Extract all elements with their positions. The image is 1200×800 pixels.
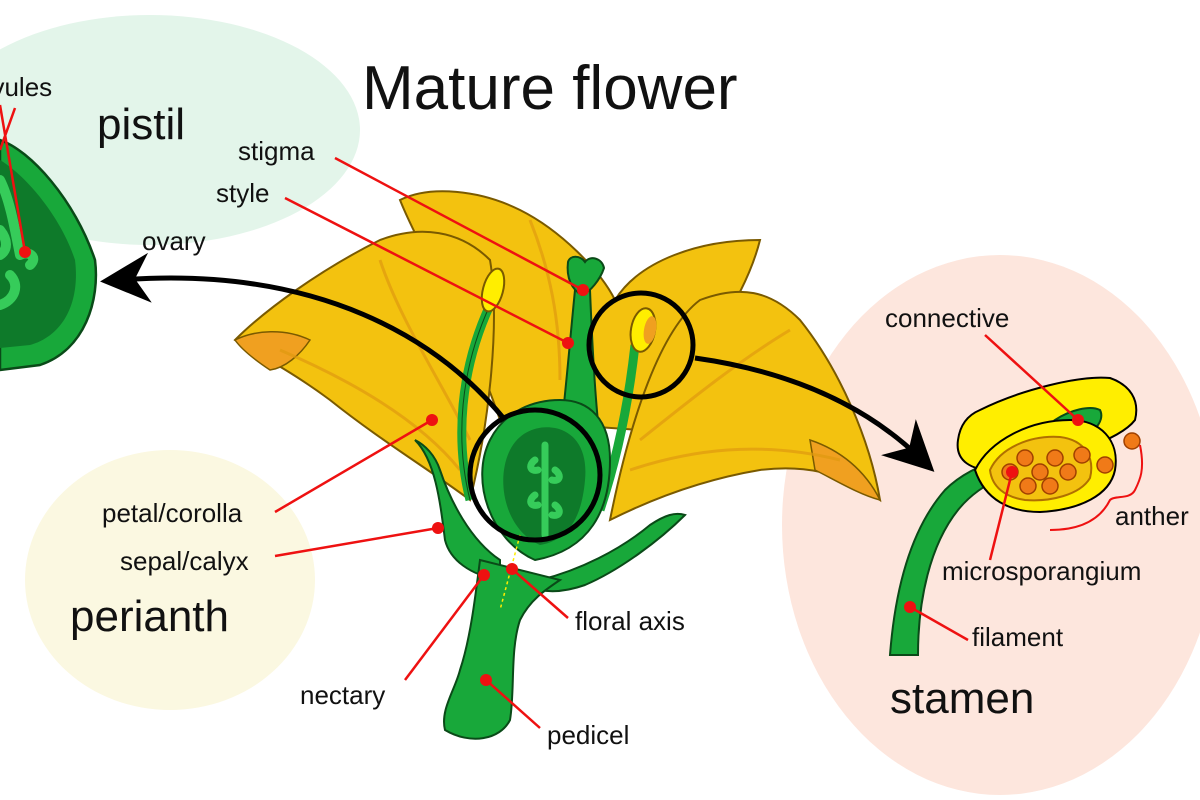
label-sepal-calyx: sepal/calyx: [120, 546, 249, 576]
diagram-title: Mature flower: [362, 54, 738, 123]
label-anther: anther: [1115, 501, 1189, 531]
label-ovules: ovules: [0, 72, 53, 102]
pedicel: [443, 558, 563, 740]
flower-anther-right-pollen: [643, 316, 657, 344]
stamen-zoom: [888, 376, 1144, 656]
left-petal: [233, 230, 495, 502]
label-stigma: stigma: [238, 136, 315, 166]
label-nectary: nectary: [300, 680, 386, 710]
label-microsporangium: microsporangium: [942, 556, 1142, 586]
group-label-perianth: perianth: [70, 592, 230, 641]
label-style: style: [216, 178, 270, 208]
ovary-zoom-inner: [0, 160, 76, 348]
group-label-pistil: pistil: [97, 100, 186, 149]
label-ovary: ovary: [142, 226, 206, 256]
group-label-stamen: stamen: [890, 674, 1035, 723]
perianth-bubble: [25, 450, 315, 710]
right-petal: [608, 290, 882, 522]
label-filament: filament: [972, 622, 1064, 652]
anther-brace: [1049, 444, 1144, 531]
left-sepal: [414, 439, 501, 582]
ovary-zoom-arrow: [100, 252, 507, 422]
flower-filament-left-outline: [461, 304, 491, 501]
label-pedicel: pedicel: [547, 720, 630, 750]
ovary-zoom: [0, 138, 98, 372]
pistil-bubble: [0, 15, 360, 245]
leader-lines: [0, 104, 1084, 729]
ovary-zoom-ovules: [0, 175, 39, 310]
flower-ovules: [527, 441, 563, 539]
ovary-magnifier: [467, 407, 603, 543]
flower: [233, 190, 882, 740]
label-floral-axis: floral axis: [575, 606, 685, 636]
right-sepal: [539, 512, 687, 593]
right-petal-shadow: [809, 438, 882, 502]
label-connective: connective: [885, 303, 1010, 333]
stamen-zoom-arrow: [694, 355, 935, 472]
pollen-grains: [1001, 432, 1141, 495]
stamen-magnifier: [586, 290, 696, 400]
label-petal-corolla: petal/corolla: [102, 498, 243, 528]
